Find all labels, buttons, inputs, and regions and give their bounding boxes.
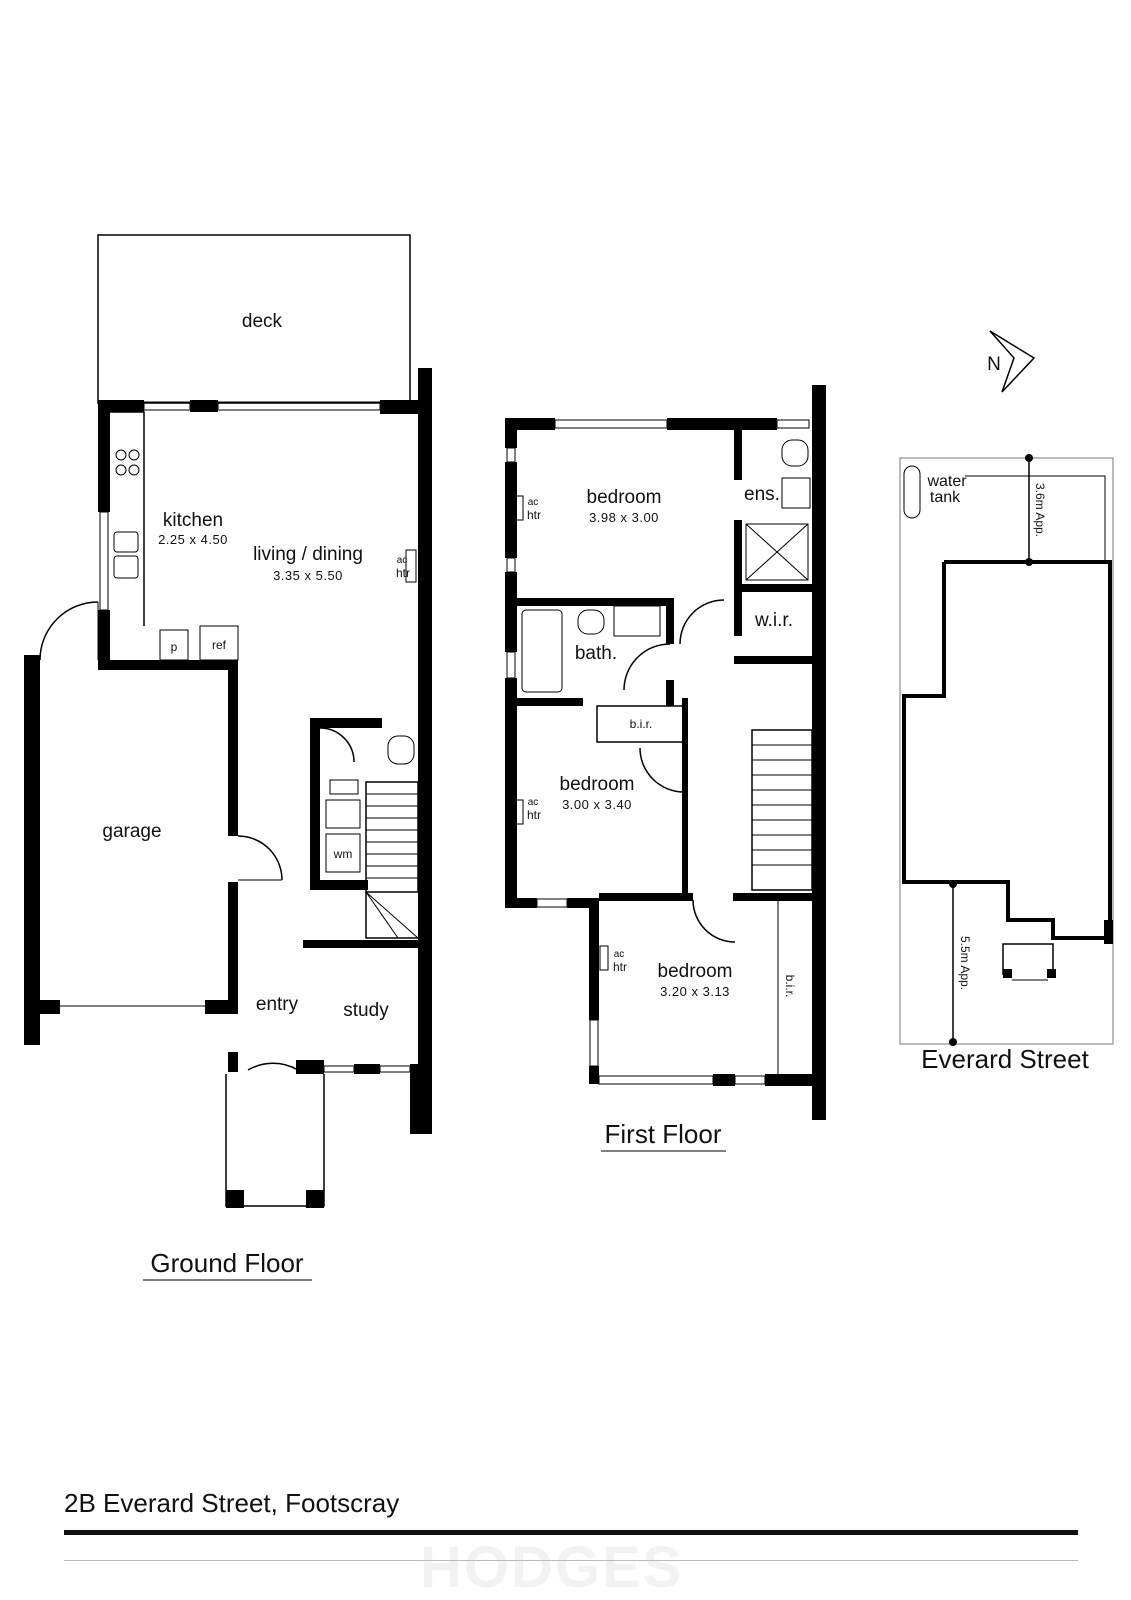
door-swing bbox=[39, 601, 99, 661]
sink-icon bbox=[113, 531, 139, 579]
basin-icon bbox=[329, 779, 359, 795]
site-plan: water tank 3.6m App. 5.5m App. Everard S… bbox=[899, 454, 1114, 1074]
wir-label: w.i.r. bbox=[754, 610, 793, 631]
door-swing bbox=[639, 747, 685, 793]
bedroom3-dimensions: 3.20 x 3.13 bbox=[660, 984, 730, 999]
bath-icon bbox=[521, 609, 563, 693]
street-label: Everard Street bbox=[921, 1044, 1089, 1074]
bir-label-2: b.i.r. bbox=[783, 975, 797, 998]
basin-icon bbox=[613, 605, 661, 637]
window bbox=[536, 898, 568, 908]
window bbox=[734, 1075, 766, 1085]
first-floor-plan: bedroom 3.98 x 3.00 ac htr ens. w.i.r. b… bbox=[505, 385, 826, 1152]
ac-label-2: ac bbox=[528, 797, 539, 808]
tank-label: tank bbox=[930, 489, 961, 506]
top-dimension-label: 3.6m App. bbox=[1033, 483, 1047, 537]
bedroom1-label: bedroom bbox=[587, 487, 662, 508]
heater-unit bbox=[514, 799, 524, 825]
shower-icon bbox=[745, 523, 809, 581]
heater-unit bbox=[599, 945, 609, 971]
door-swing bbox=[319, 727, 355, 763]
kitchen-label: kitchen bbox=[163, 510, 223, 531]
exterior-wall bbox=[418, 368, 432, 1133]
window bbox=[379, 1065, 411, 1073]
door-swing bbox=[623, 643, 671, 691]
heater-unit bbox=[405, 549, 417, 583]
window bbox=[554, 419, 668, 429]
window bbox=[143, 401, 191, 411]
ref-label: ref bbox=[212, 638, 227, 652]
garage-wall bbox=[24, 655, 40, 1045]
porch bbox=[225, 1074, 325, 1207]
agency-watermark: HODGES bbox=[420, 1535, 684, 1600]
toilet-icon bbox=[387, 735, 415, 765]
bedroom2-dimensions: 3.00 x 3.40 bbox=[562, 797, 632, 812]
bedroom1-dimensions: 3.98 x 3.00 bbox=[589, 510, 659, 525]
toilet-icon bbox=[781, 439, 809, 467]
bath-label: bath. bbox=[575, 643, 617, 664]
living-dining-label: living / dining bbox=[253, 544, 363, 565]
first-floor-title: First Floor bbox=[605, 1119, 722, 1149]
ground-floor-title: Ground Floor bbox=[150, 1248, 304, 1278]
pantry-label: p bbox=[171, 640, 178, 654]
study-label: study bbox=[343, 1000, 389, 1021]
water-label: water bbox=[926, 473, 967, 490]
ground-stairs bbox=[365, 781, 419, 939]
sliding-door bbox=[217, 401, 381, 411]
entry-label: entry bbox=[256, 994, 299, 1015]
door-swing bbox=[679, 599, 725, 645]
toilet-icon bbox=[577, 609, 605, 635]
washing-machine bbox=[325, 833, 361, 873]
built-in-robe bbox=[596, 705, 686, 743]
window bbox=[323, 1065, 355, 1073]
north-label: N bbox=[987, 354, 1001, 375]
building-footprint bbox=[902, 560, 1112, 940]
footer-rule bbox=[64, 1530, 1078, 1535]
ground-floor-plan: deck kitchen 2.25 x 4.50 living / dining… bbox=[24, 234, 432, 1281]
basin-icon bbox=[781, 477, 811, 509]
garage-label: garage bbox=[102, 821, 161, 842]
deck-outline bbox=[97, 234, 411, 404]
ac-label-3: ac bbox=[614, 949, 625, 960]
heater-unit bbox=[514, 495, 524, 521]
first-floor-stairs bbox=[751, 729, 813, 891]
htr-label: htr bbox=[527, 508, 541, 522]
door-swing bbox=[692, 899, 736, 943]
door-swing bbox=[247, 1062, 299, 1071]
window bbox=[598, 1075, 714, 1085]
tub-icon bbox=[325, 799, 361, 829]
footer-rule-thin bbox=[64, 1560, 1078, 1561]
cooktop-icon bbox=[115, 449, 140, 476]
exterior-wall bbox=[812, 385, 826, 1120]
porch-footprint bbox=[1002, 943, 1054, 975]
bedroom3-label: bedroom bbox=[658, 961, 733, 982]
door-swing bbox=[237, 835, 283, 881]
bir-label-1: b.i.r. bbox=[630, 717, 653, 731]
deck-label: deck bbox=[242, 311, 283, 332]
htr-label: htr bbox=[396, 566, 410, 580]
north-arrow-icon: N bbox=[987, 330, 1036, 393]
htr-label-3: htr bbox=[613, 960, 627, 974]
living-dining-dimensions: 3.35 x 5.50 bbox=[273, 568, 343, 583]
site-boundary bbox=[899, 457, 1114, 1045]
ac-label: ac bbox=[397, 555, 408, 566]
water-tank-icon bbox=[903, 465, 921, 519]
bedroom2-label: bedroom bbox=[560, 774, 635, 795]
htr-label-2: htr bbox=[527, 808, 541, 822]
window bbox=[776, 419, 810, 429]
address-title: 2B Everard Street, Footscray bbox=[64, 1488, 400, 1518]
front-dimension-label: 5.5m App. bbox=[958, 936, 972, 990]
window bbox=[99, 511, 109, 611]
ensuite-label: ens. bbox=[744, 484, 780, 505]
wm-label: wm bbox=[333, 847, 353, 861]
kitchen-dimensions: 2.25 x 4.50 bbox=[158, 532, 228, 547]
ac-label: ac bbox=[528, 497, 539, 508]
